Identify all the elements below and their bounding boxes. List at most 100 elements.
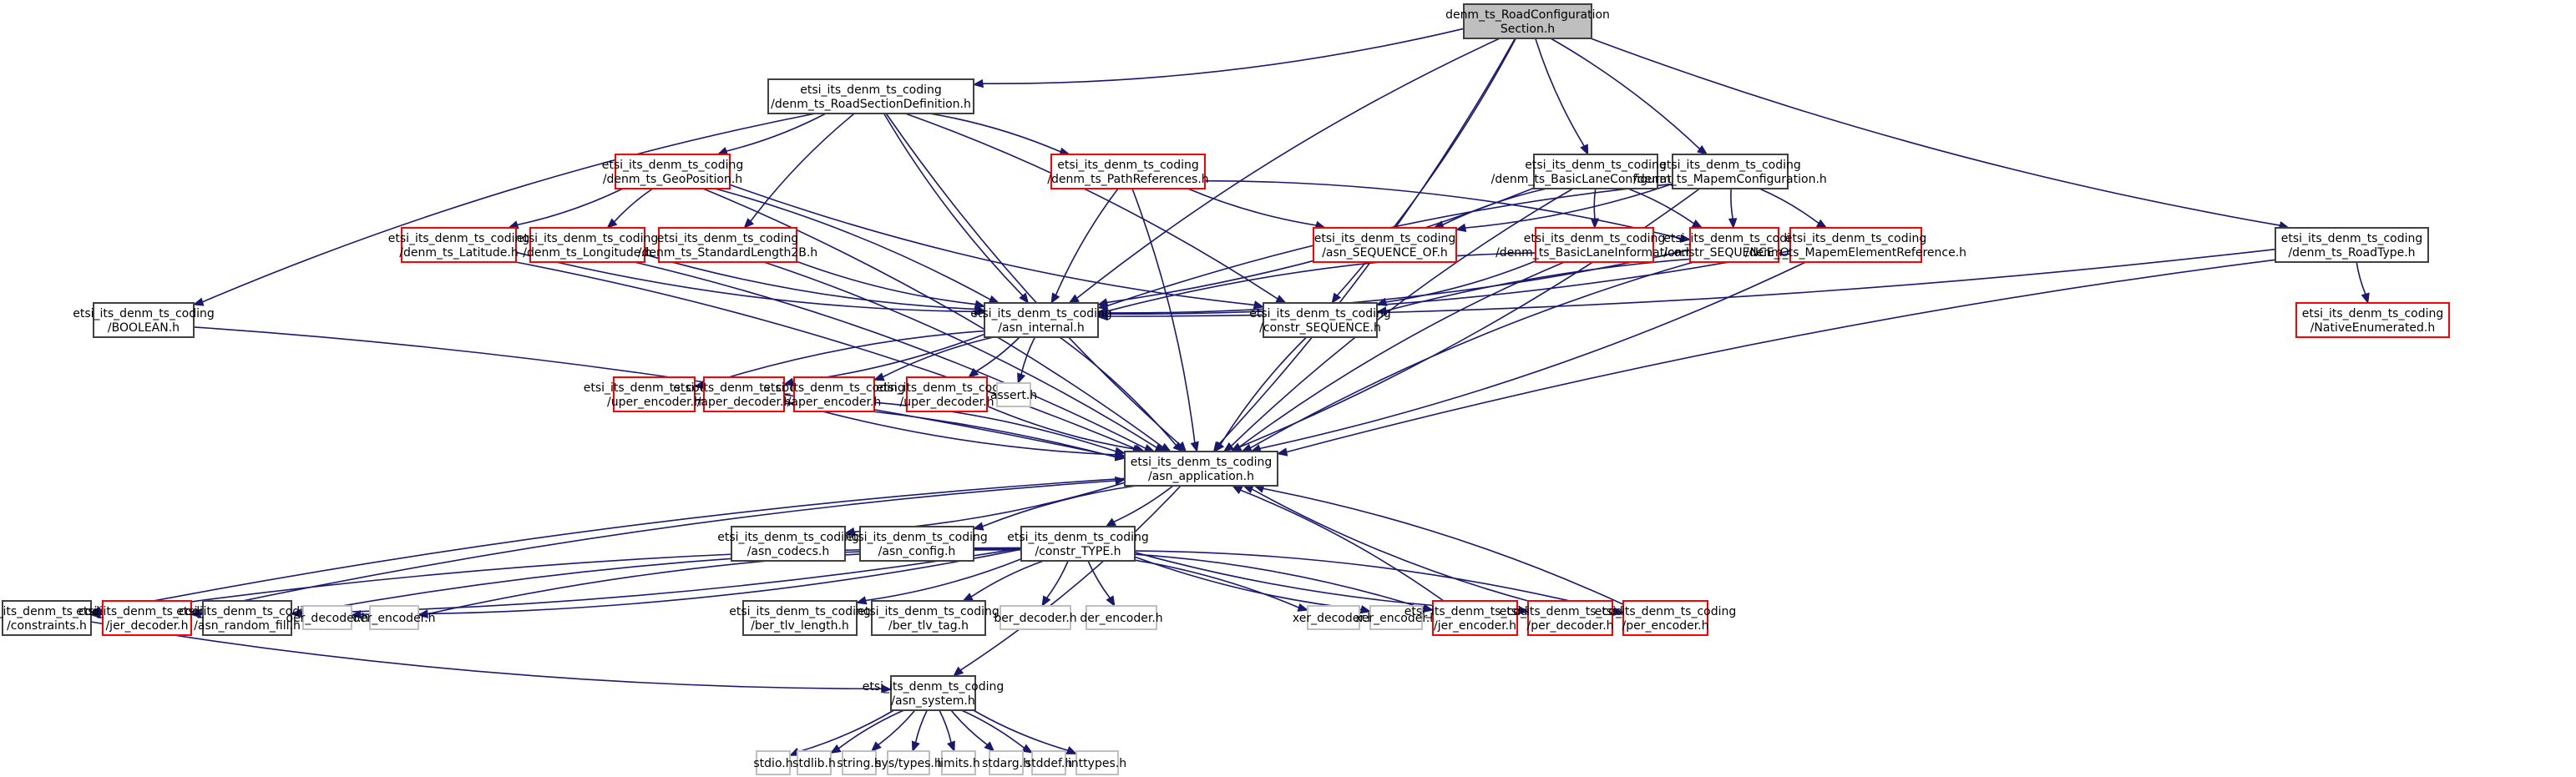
edge-line [1465, 183, 1673, 229]
node-RoadType[interactable]: etsi_its_denm_ts_coding/denm_ts_RoadType… [2275, 227, 2429, 263]
edge-BasicLaneConfiguration-to-BasicLaneInformation [1590, 188, 1600, 230]
edge-constr_TYPE-to-oer_decoder [350, 548, 1022, 619]
edge-line [1251, 488, 1529, 602]
node-label-line2: /denm_ts_RoadSectionDefinition.h [771, 98, 971, 111]
node-asn_application[interactable]: etsi_its_denm_ts_coding/asn_application.… [1124, 451, 1278, 487]
edge-constr_SEQUENCE_OF-to-asn_application [1241, 261, 1694, 452]
edge-line [1076, 38, 1501, 299]
edge-StandardLength2B-to-asn_application [763, 261, 1167, 452]
node-BasicLaneInformation[interactable]: etsi_its_denm_ts_coding/denm_ts_BasicLan… [1495, 227, 1693, 263]
node-asn_config[interactable]: etsi_its_denm_ts_coding/asn_config.h [846, 526, 988, 562]
node-label-line1: etsi_its_denm_ts_coding [1131, 456, 1273, 469]
node-constr_SEQUENCE_OF[interactable]: etsi_its_denm_ts_coding/constr_SEQUENCE_… [1663, 227, 1805, 263]
node-box [1313, 227, 1457, 263]
node-constr_SEQUENCE[interactable]: etsi_its_denm_ts_coding/constr_SEQUENCE.… [1249, 302, 1391, 338]
node-asn_codecs[interactable]: etsi_its_denm_ts_coding/asn_codecs.h [717, 526, 859, 562]
arrowhead-icon [881, 684, 893, 694]
node-aper_encoder[interactable]: etsi_its_denm_ts_coding/aper_encoder.h [763, 376, 905, 412]
node-asn_SEQUENCE_OF[interactable]: etsi_its_denm_ts_coding/asn_SEQUENCE_OF.… [1313, 227, 1457, 263]
node-oer_decoder: oer_decoder.h [286, 605, 369, 630]
node-label-line1: oer_decoder.h [286, 612, 369, 625]
edge-line [763, 261, 1157, 448]
node-Longitude[interactable]: etsi_its_denm_ts_coding/denm_ts_Longitud… [517, 227, 659, 263]
node-per_decoder[interactable]: etsi_its_denm_ts_coding/per_decoder.h [1500, 600, 1642, 636]
node-BOOLEAN[interactable]: etsi_its_denm_ts_coding/BOOLEAN.h [73, 302, 215, 338]
node-label-line1: sys/types.h [875, 757, 941, 770]
node-label-line2: /denm_ts_Longitude.h [523, 246, 651, 260]
edge-line [1045, 560, 1069, 598]
node-PathReferences[interactable]: etsi_its_denm_ts_coding/denm_ts_PathRefe… [1047, 154, 1209, 189]
node-label-line1: assert.h [990, 389, 1037, 402]
node-asn_random_fill[interactable]: etsi_its_denm_ts_coding/asn_random_fill.… [176, 600, 318, 636]
node-label-line1: etsi_its_denm_ts_coding [763, 381, 905, 395]
node-MapemConfiguration[interactable]: etsi_its_denm_ts_coding/denm_ts_MapemCon… [1633, 154, 1827, 189]
node-constr_TYPE[interactable]: etsi_its_denm_ts_coding/constr_TYPE.h [1007, 526, 1149, 562]
edge-constr_TYPE-to-der_encoder [1087, 560, 1116, 608]
edge-jer_encoder-to-asn_application [1231, 485, 1445, 602]
node-label-line2: /aper_encoder.h [787, 396, 882, 409]
edge-root-to-constr_SEQUENCE [1331, 38, 1517, 305]
node-box [906, 376, 988, 412]
node-label-line2: /denm_ts_RoadType.h [2288, 246, 2415, 260]
node-label-line1: etsi_its_denm_ts_coding [176, 605, 318, 618]
node-jer_encoder[interactable]: etsi_its_denm_ts_coding/jer_encoder.h [1404, 600, 1546, 636]
arrowhead-icon [1331, 292, 1342, 305]
node-asn_internal[interactable]: etsi_its_denm_ts_coding/asn_internal.h [970, 302, 1112, 338]
node-label-line1: stddef.h [1025, 757, 1072, 770]
node-ber_tlv_tag[interactable]: etsi_its_denm_ts_coding/ber_tlv_tag.h [858, 600, 1000, 636]
node-box [996, 382, 1031, 407]
edge-per_encoder-to-asn_application [1253, 484, 1624, 605]
arrowhead-icon [1590, 218, 1600, 230]
edge-line [1134, 556, 1362, 611]
arrowhead-icon [974, 300, 986, 309]
node-box [2275, 227, 2429, 263]
node-MapemElementReference[interactable]: etsi_its_denm_ts_coding/denm_ts_MapemEle… [1745, 227, 1966, 263]
node-box [1000, 605, 1071, 630]
edge-line [1055, 188, 1119, 295]
edge-line [1134, 553, 1425, 609]
edge-asn_system-to-string [870, 709, 916, 752]
edge-line [1535, 38, 1585, 147]
edge-line [750, 113, 855, 222]
node-label-line2: /denm_ts_MapemElementReference.h [1745, 246, 1966, 260]
edge-line [1259, 261, 1806, 450]
node-Latitude[interactable]: etsi_its_denm_ts_coding/denm_ts_Latitude… [388, 227, 530, 263]
node-aper_decoder[interactable]: etsi_its_denm_ts_coding/aper_decoder.h [673, 376, 815, 412]
edge-line [883, 336, 994, 378]
node-uper_decoder[interactable]: etsi_its_denm_ts_coding/uper_decoder.h [876, 376, 1018, 412]
node-box [613, 376, 696, 412]
arrowhead-icon [1517, 605, 1530, 615]
node-GeoPosition[interactable]: etsi_its_denm_ts_coding/denm_ts_GeoPosit… [602, 154, 744, 189]
node-label-line1: etsi_its_denm_ts_coding [388, 232, 530, 245]
edge-line [517, 188, 624, 226]
edge-root-to-RoadType [1590, 38, 2290, 230]
node-RoadSectionDefinition[interactable]: etsi_its_denm_ts_coding/denm_ts_RoadSect… [767, 78, 974, 114]
node-constraints[interactable]: etsi_its_denm_ts_coding/constraints.h [0, 600, 118, 636]
edge-PathReferences-to-constr_SEQUENCE_OF [1204, 179, 1692, 243]
node-NativeEnumerated[interactable]: etsi_its_denm_ts_coding/NativeEnumerated… [2295, 302, 2450, 338]
edge-line [959, 485, 1182, 671]
node-ber_tlv_length[interactable]: etsi_its_denm_ts_coding/ber_tlv_length.h [729, 600, 871, 636]
arrowhead-icon [1359, 605, 1372, 614]
node-box [1622, 600, 1708, 636]
arrowhead-icon [947, 740, 955, 753]
node-label-line1: etsi_its_denm_ts_coding [1007, 531, 1149, 544]
node-StandardLength2B[interactable]: etsi_its_denm_ts_coding/denm_ts_Standard… [638, 227, 817, 263]
node-box [703, 376, 785, 412]
edge-line [1286, 259, 2276, 453]
node-string: string.h [837, 750, 882, 775]
edge-line [1230, 188, 1574, 447]
node-box [615, 154, 731, 189]
edge-asn_system-to-stdlib [829, 709, 904, 754]
node-label-line2: /NativeEnumerated.h [2310, 321, 2436, 335]
node-uper_encoder[interactable]: etsi_its_denm_ts_coding/uper_encoder.h [584, 376, 726, 412]
node-box [1075, 750, 1119, 775]
edge-asn_internal-to-uper_decoder [967, 336, 1020, 378]
edge-RoadSectionDefinition-to-GeoPosition [716, 113, 827, 155]
node-per_encoder[interactable]: etsi_its_denm_ts_coding/per_encoder.h [1595, 600, 1737, 636]
node-asn_system[interactable]: etsi_its_denm_ts_coding/asn_system.h [863, 675, 1005, 711]
node-jer_decoder[interactable]: etsi_its_denm_ts_coding/jer_decoder.h [76, 600, 218, 636]
node-BasicLaneConfiguration[interactable]: etsi_its_denm_ts_coding/denm_ts_BasicLan… [1491, 154, 1701, 189]
